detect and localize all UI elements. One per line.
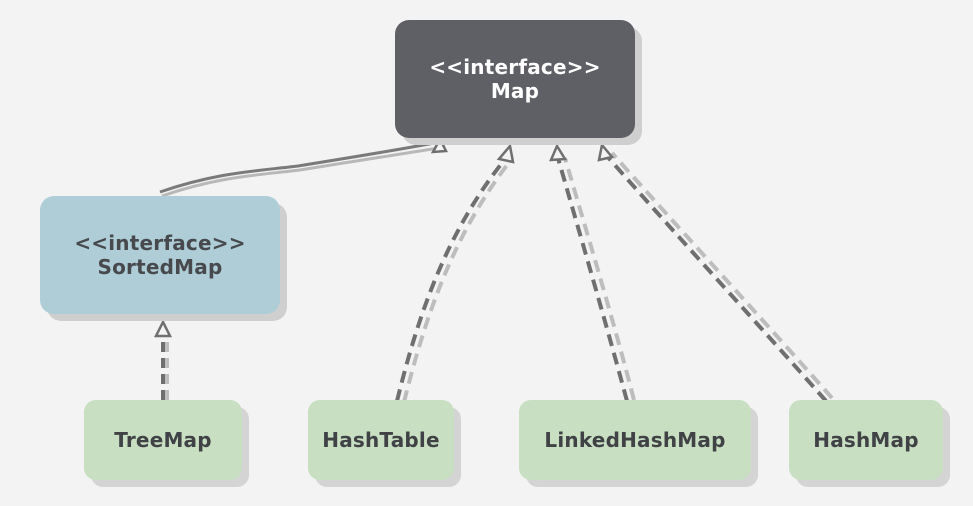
map-interface-node: <<interface>> Map [395, 20, 635, 138]
arrowhead-treemap-realization [153, 319, 173, 338]
edge-linkedhashmap-to-map [556, 157, 636, 402]
hashmap-class-node: HashMap [789, 400, 943, 480]
edge-hashtable-to-map [395, 156, 513, 403]
treemap-name: TreeMap [114, 427, 212, 452]
map-stereotype: <<interface>> [429, 54, 601, 79]
map-name: Map [490, 79, 540, 103]
arrowhead-hashmap-realization [597, 142, 615, 162]
arrowhead-sortedmap-generalization [430, 136, 448, 154]
sortedmap-stereotype: <<interface>> [74, 230, 246, 255]
hashtable-class-node: HashTable [308, 400, 454, 480]
linkedhashmap-name: LinkedHashMap [544, 427, 726, 452]
edge-treemap-to-sortedmap [161, 332, 169, 400]
arrowhead-linkedhashmap-realization [549, 143, 568, 162]
edge-hashmap-to-map [604, 151, 834, 403]
linkedhashmap-class-node: LinkedHashMap [519, 400, 751, 480]
sortedmap-interface-node: <<interface>> SortedMap [40, 196, 280, 314]
sortedmap-name: SortedMap [97, 255, 223, 279]
hashtable-name: HashTable [322, 427, 440, 452]
hashmap-name: HashMap [813, 427, 919, 452]
edge-sortedmap-to-map [159, 140, 446, 198]
treemap-class-node: TreeMap [84, 400, 242, 480]
arrowhead-hashtable-realization [496, 143, 515, 164]
